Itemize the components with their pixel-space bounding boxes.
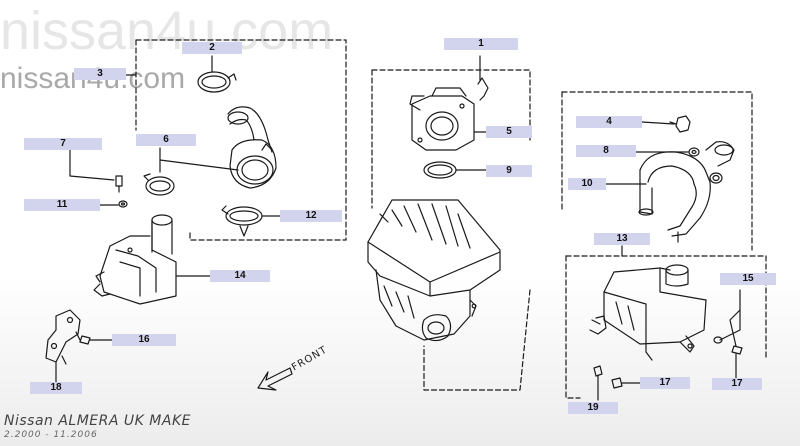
callout-part-13[interactable]: 13 [594, 233, 650, 245]
part-17-bolt [611, 377, 623, 389]
callout-part-2[interactable]: 2 [182, 42, 242, 54]
part-4-sensor [669, 115, 691, 133]
part-18-bracket [45, 309, 81, 365]
model-period: 2.2000 - 11.2006 [4, 430, 98, 440]
leader-6b [159, 159, 239, 171]
part-11-grommet [118, 200, 128, 208]
callout-part-6[interactable]: 6 [136, 134, 196, 146]
part-1-sensor-clip [477, 55, 489, 101]
part-19-bolt [593, 365, 603, 377]
front-direction-arrow [257, 367, 293, 391]
part-2-hose-clamp [197, 71, 237, 93]
callout-part-7[interactable]: 7 [24, 138, 102, 150]
callout-part-17[interactable]: 17 [640, 377, 690, 389]
group-bracket-left [135, 39, 347, 241]
part-7-bolt [115, 175, 123, 193]
part-14-resonator [93, 214, 177, 305]
callout-part-10[interactable]: 10 [568, 178, 606, 190]
part-6-hose-clamp [143, 173, 175, 196]
part-9-seal-ring [423, 161, 457, 179]
leader-15a [719, 289, 741, 341]
callout-part-12[interactable]: 12 [280, 210, 342, 222]
part-air-cleaner-box [367, 199, 501, 342]
model-title: Nissan ALMERA UK MAKE [4, 413, 191, 429]
callout-part-3[interactable]: 3 [74, 68, 126, 80]
group-bracket-right [561, 91, 767, 399]
callout-part-8[interactable]: 8 [576, 145, 636, 157]
watermark-faint: nissan4u.com [0, 1, 334, 61]
callout-part-17-second[interactable]: 17 [712, 378, 762, 390]
callout-part-14[interactable]: 14 [210, 270, 270, 282]
part-16-bolt [79, 335, 91, 345]
part-5-air-flow-meter [409, 87, 475, 151]
part-12-hose-clamp [221, 205, 263, 237]
callout-part-19[interactable]: 19 [568, 402, 618, 414]
callout-part-16[interactable]: 16 [112, 334, 176, 346]
leader-15b [729, 309, 741, 347]
part-8-grommet [688, 147, 700, 157]
part-13-resonator [589, 264, 707, 361]
callout-part-1[interactable]: 1 [444, 38, 518, 50]
part-intake-duct [227, 106, 277, 189]
callout-part-15[interactable]: 15 [720, 273, 776, 285]
callout-part-9[interactable]: 9 [486, 165, 532, 177]
part-10-intake-pipe [638, 141, 735, 243]
callout-part-18[interactable]: 18 [30, 382, 82, 394]
group-bracket-center [371, 69, 531, 391]
callout-part-5[interactable]: 5 [486, 126, 532, 138]
callout-part-11[interactable]: 11 [24, 199, 100, 211]
callout-part-4[interactable]: 4 [576, 116, 642, 128]
leader-4 [641, 121, 675, 125]
part-15-grommet [713, 336, 743, 355]
leader-7 [69, 145, 115, 181]
